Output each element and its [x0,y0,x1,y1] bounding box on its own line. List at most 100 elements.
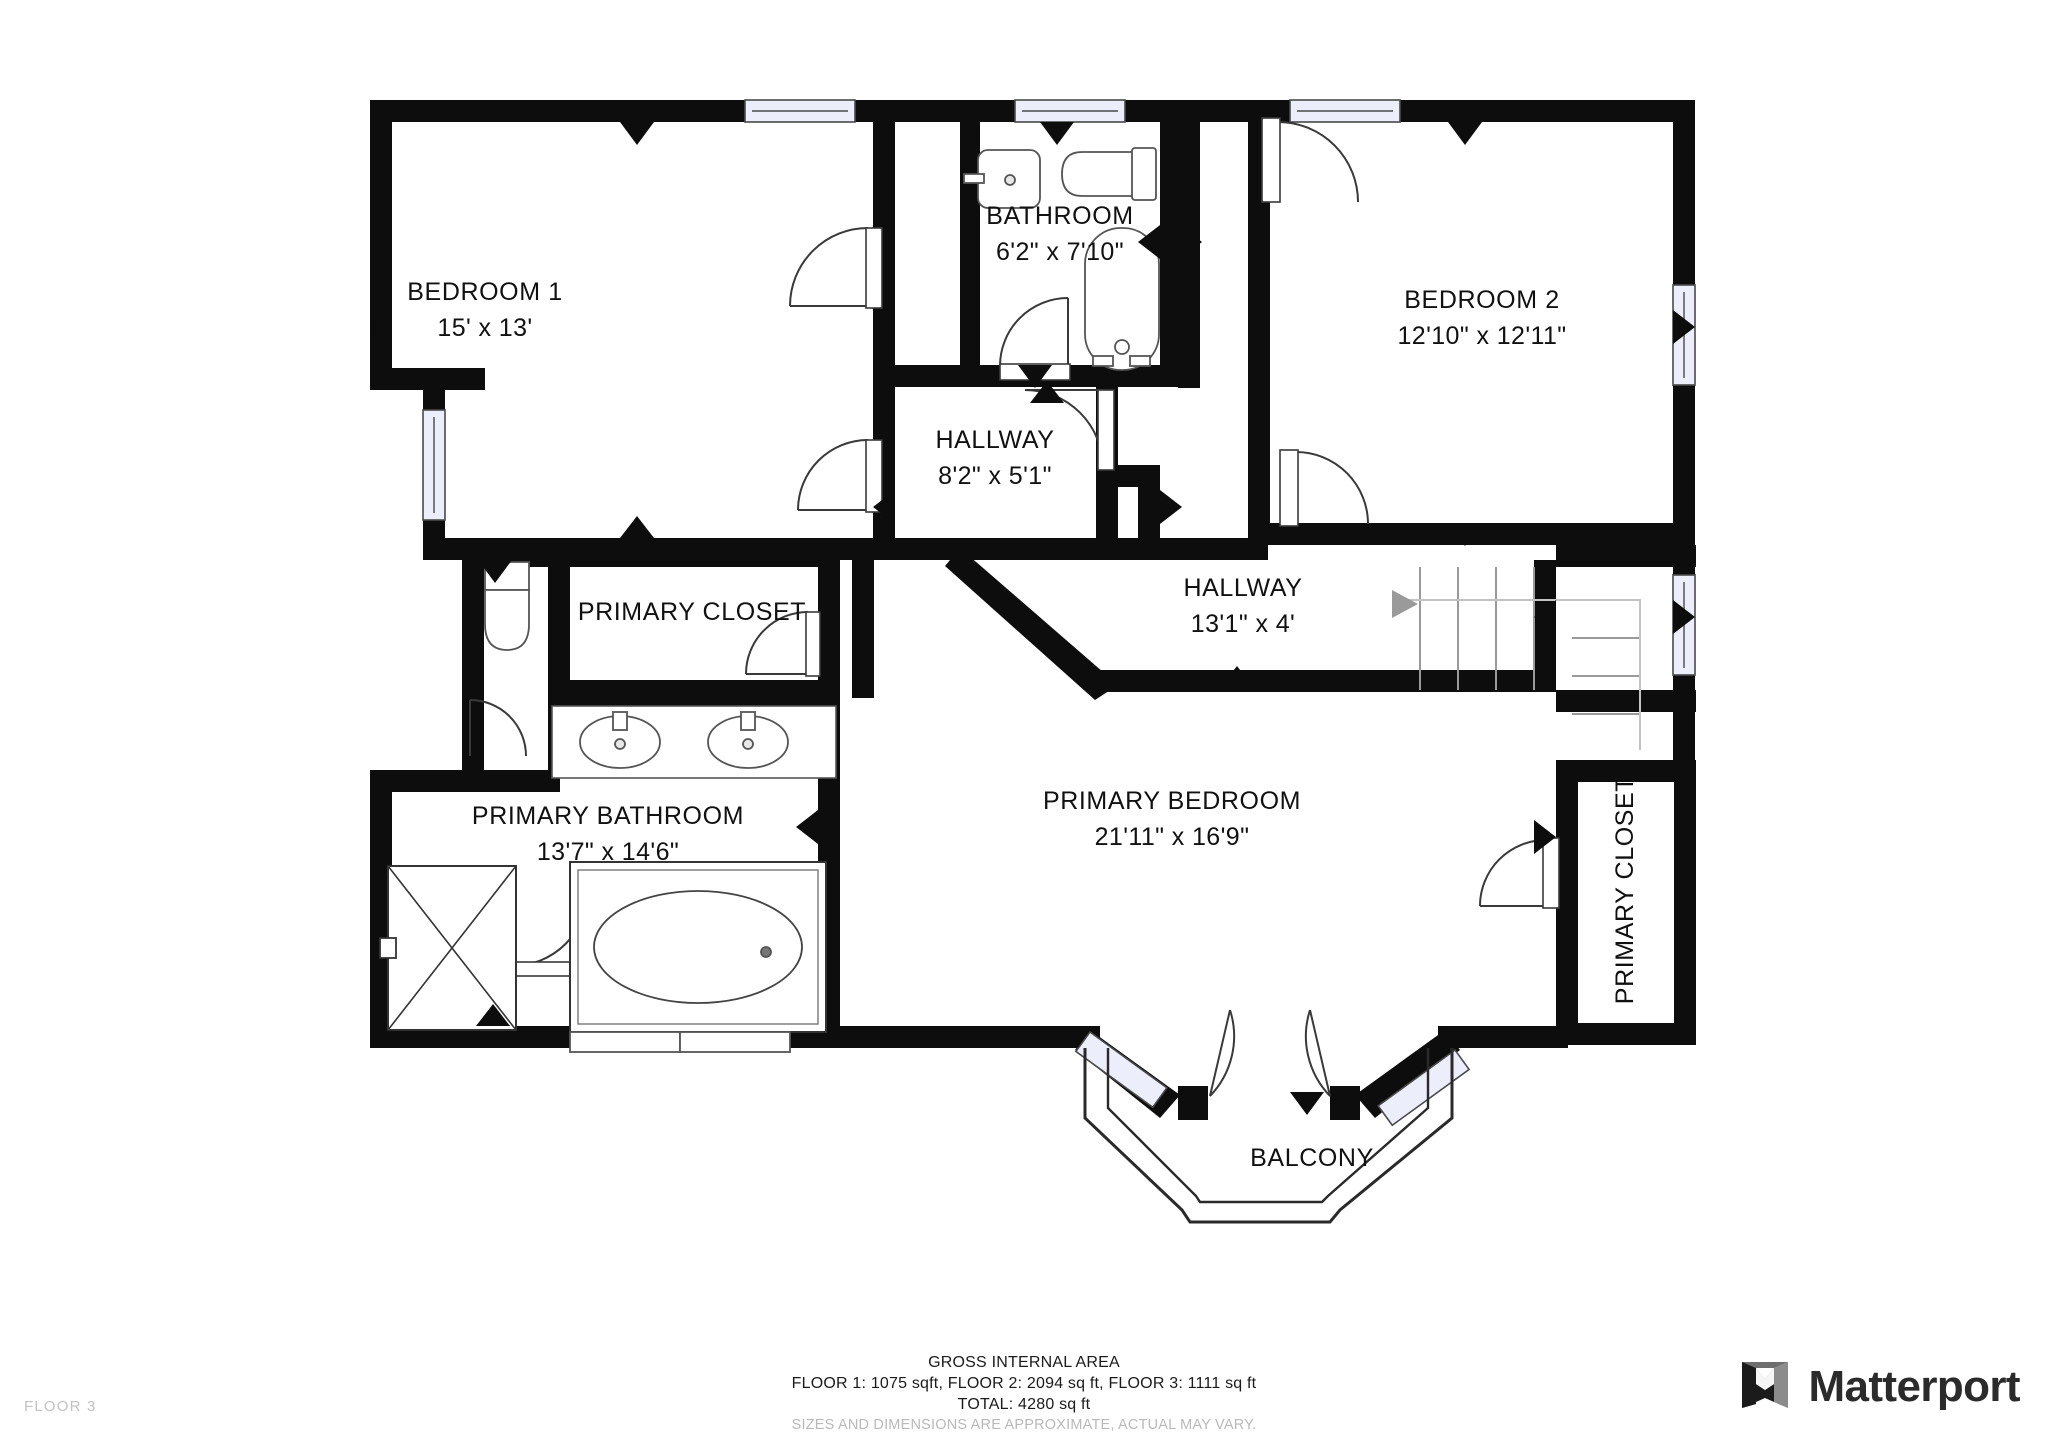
dim-bedroom-1: 15' x 13' [437,314,532,342]
window-bedroom1-left [422,409,446,521]
wall-bay-pier-left [1178,1086,1208,1120]
dim-bedroom-2: 12'10" x 12'11" [1397,322,1566,350]
view-marker-bathroom-left [1138,225,1160,259]
matterport-brand: Matterport [1740,1358,2021,1415]
wall-bathroom-left [960,110,980,380]
wall-primary-closet-top [1556,760,1696,782]
dim-primary-bathroom: 13'7" x 14'6" [537,838,679,866]
door-primary-closet-2 [1479,837,1560,909]
wall-bay-pier-right [1330,1086,1360,1120]
view-marker-hallway-left [873,490,895,524]
label-balcony: BALCONY [1250,1144,1374,1172]
wall-hallway-step-vert [1138,465,1160,560]
vanity-primary-bath [551,705,837,779]
label-bedroom-1: BEDROOM 1 [407,278,562,306]
wall-vanity-top-line [548,700,838,708]
view-marker-bathroom-door [1018,365,1052,388]
wall-stairs-bottom [1556,545,1696,567]
wall-primary-closet-left [1556,760,1578,1045]
floor-tag: FLOOR 3 [24,1398,97,1415]
door-balcony-right [1304,1009,1331,1097]
window-bathroom-top [1014,99,1126,123]
wall-primary-upperleft [852,548,874,698]
window-layer [422,99,1696,1127]
view-marker-wc [478,560,512,583]
footer-total-line: TOTAL: 4280 sq ft [957,1396,1091,1413]
label-bedroom-2: BEDROOM 2 [1404,286,1559,314]
door-bedroom2-top [1261,117,1359,203]
wall-primary-bath-left [370,770,392,1048]
door-balcony-left [1209,1009,1236,1097]
view-marker-right-wall [1673,600,1695,634]
balcony-outline [1083,1048,1454,1224]
wall-bay-right [1355,1030,1460,1118]
window-bedroom1-top [744,99,856,123]
shower-primary-bath [379,865,517,1031]
toilet-bathroom [1061,147,1157,201]
wall-layer [370,100,1696,1120]
wall-stairs-sep [1556,690,1696,712]
view-marker-balcony [1290,1092,1324,1115]
door-bedroom1-lower [797,439,883,513]
window-bedroom2-top [1289,99,1401,123]
view-marker-bedroom1-bottom [620,516,654,538]
view-marker-hallway-lower [1020,538,1054,560]
dim-primary-bedroom: 21'11" x 16'9" [1095,823,1250,851]
view-marker-primary-bed-top [1220,666,1254,688]
wall-hallway-step-bottom [1138,538,1268,560]
door-bedroom1 [789,227,883,309]
view-marker-primary-closet2 [1534,820,1556,854]
view-marker-stairs [1534,600,1556,634]
footer-heading: GROSS INTERNAL AREA [928,1354,1120,1371]
view-marker-layer [370,122,1695,1115]
wall-primary-closet-bottom [1556,1023,1696,1045]
view-marker-bathroom-top [1040,122,1074,145]
door-hallway-upper [1024,389,1115,471]
view-marker-hallway-right [1160,490,1182,524]
view-marker-hallway-door [1030,381,1064,403]
matterport-cube-icon [1740,1358,1790,1415]
window-balcony-left [1074,1030,1168,1109]
door-bedroom2-bottom [1279,449,1369,527]
view-marker-bedroom2-top [1448,122,1482,145]
label-hallway-upper: HALLWAY [935,426,1054,454]
view-marker-bedroom2-bottom [1448,523,1482,546]
door-wc-left [469,699,527,757]
dim-bathroom: 6'2" x 7'10" [996,238,1124,266]
label-primary-closet-1: PRIMARY CLOSET [578,598,806,626]
window-balcony-right [1377,1048,1471,1127]
view-marker-bathroom-right [1180,225,1202,259]
footer-disclaimer: SIZES AND DIMENSIONS ARE APPROXIMATE, AC… [791,1417,1257,1433]
view-marker-bedroom2-left [1248,310,1270,344]
footer-areas-line: FLOOR 1: 1075 sqft, FLOOR 2: 2094 sq ft,… [791,1375,1257,1392]
wall-bedroom1-left-upper [370,100,392,390]
sink-bathroom [963,149,1041,209]
soaking-tub-primary-bath [569,861,827,1053]
view-marker-bedroom1-top [620,122,654,145]
wall-primary-bed-bottom-left [840,1026,1100,1048]
wall-closet-bottom [548,680,838,702]
label-hallway-lower: HALLWAY [1183,574,1302,602]
wall-wc-left [462,560,484,775]
matterport-wordmark: Matterport [1808,1361,2020,1411]
door-primary-closet-1 [745,611,821,677]
view-marker-primary-bath-right [796,810,818,844]
view-marker-primary-bath-bottom [476,1004,510,1026]
footer-block: GROSS INTERNAL AREA FLOOR 1: 1075 sqft, … [0,1352,2048,1435]
wall-closet-top [548,545,838,567]
wall-primary-bed-top [1096,670,1556,692]
room-label-layer: BEDROOM 1 15' x 13' BATHROOM 6'2" x 7'10… [407,202,1639,1172]
wall-primary-bed-bottom-right [1438,1026,1568,1048]
label-bathroom: BATHROOM [986,202,1133,230]
label-primary-closet-2: PRIMARY CLOSET [1611,776,1639,1004]
wall-bathroom-right [1160,110,1180,380]
wall-angled-entry [945,548,1118,700]
dim-hallway-lower: 13'1" x 4' [1191,610,1295,638]
label-primary-bathroom: PRIMARY BATHROOM [472,802,744,830]
stairs [1392,567,1641,750]
dim-hallway-upper: 8'2" x 5'1" [938,462,1052,490]
wall-primary-closet-right [1674,760,1696,1045]
wall-primary-bath-top-left [370,770,560,792]
